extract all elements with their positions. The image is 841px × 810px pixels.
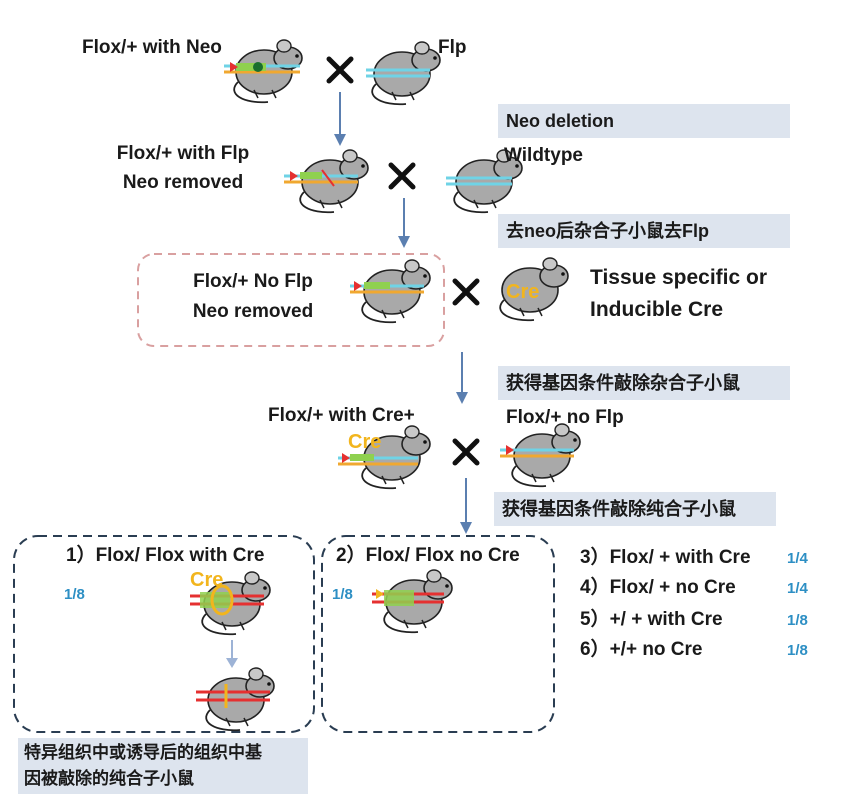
label-flox-cre: Flox/+ with Cre+: [268, 405, 415, 426]
allele-knockout: [196, 684, 270, 708]
step-homozygous-ko: 获得基因条件敲除纯合子小鼠: [494, 492, 776, 526]
cre-tag: Cre: [506, 281, 540, 303]
label-flox-noflp-line1: Flox/+ No Flp: [193, 271, 313, 292]
offspring-box-2: [321, 535, 555, 733]
cre-tag: Cre: [190, 569, 224, 591]
offspring-1-fraction: 1/8: [64, 586, 85, 603]
arrow-down-icon: [398, 198, 410, 248]
outcome-6-label: 6）+/+ no Cre: [580, 639, 703, 660]
cre-tag: Cre: [348, 431, 382, 453]
offspring-1-title: 1）Flox/ Flox with Cre: [66, 545, 265, 566]
label-flox-flp-line2: Neo removed: [122, 172, 244, 193]
allele-flox-flp: [284, 169, 358, 187]
label-tissue-specific: Tissue specific or: [590, 266, 768, 289]
offspring-2-fraction: 1/8: [332, 586, 353, 603]
label-flox-noflp-2: Flox/+ no Flp: [506, 407, 624, 428]
allele-flox-noflp: [350, 281, 424, 294]
allele-wildtype: [446, 176, 512, 186]
label-wildtype: Wildtype: [504, 145, 583, 166]
bottom-caption-line1: 特异组织中或诱导后的组织中基: [24, 743, 262, 762]
outcome-5-fraction: 1/8: [787, 612, 808, 629]
step-heterozygous-ko: 获得基因条件敲除杂合子小鼠: [498, 366, 790, 400]
label-flox-flp-line1: Flox/+ with Flp: [116, 143, 250, 164]
bottom-caption-line2: 因被敲除的纯合子小鼠: [24, 769, 194, 788]
arrow-down-icon: [456, 352, 468, 404]
offspring-box-1: [13, 535, 315, 733]
label-flox-noflp-line2: Neo removed: [192, 301, 314, 322]
label-inducible-cre: Inducible Cre: [590, 298, 724, 321]
allele-offspring-2: [372, 589, 444, 606]
arrow-down-icon: [226, 640, 238, 668]
arrow-down-icon: [334, 92, 346, 146]
cross-icon: [455, 281, 477, 303]
step-neo-deletion: Neo deletion: [498, 104, 790, 138]
arrow-down-icon: [460, 478, 472, 534]
row3-dashed-box: [137, 253, 445, 347]
outcome-4-fraction: 1/4: [787, 580, 808, 597]
label-flox-neo: Flox/+ with Neo: [82, 37, 222, 58]
outcome-3-label: 3）Flox/ + with Cre: [580, 547, 751, 568]
allele-flox-neo: [224, 62, 300, 74]
allele-flox-noflp-2: [500, 445, 574, 458]
cross-icon: [455, 441, 477, 463]
allele-flp: [366, 68, 430, 78]
step-remove-flp: 去neo后杂合子小鼠去Flp: [498, 214, 790, 248]
mouse-flp: [371, 41, 441, 106]
label-flp: Flp: [438, 37, 467, 58]
outcome-3-fraction: 1/4: [787, 550, 808, 567]
bottom-caption: 特异组织中或诱导后的组织中基 因被敲除的纯合子小鼠: [18, 738, 308, 794]
allele-offspring-1: [190, 584, 264, 616]
outcome-5-label: 5）+/ + with Cre: [580, 609, 723, 630]
outcome-6-fraction: 1/8: [787, 642, 808, 659]
offspring-2-title: 2）Flox/ Flox no Cre: [336, 545, 520, 566]
outcome-4-label: 4）Flox/ + no Cre: [580, 577, 736, 598]
cross-icon: [391, 165, 413, 187]
cross-icon: [329, 59, 351, 81]
allele-flox-cre: [338, 453, 418, 466]
